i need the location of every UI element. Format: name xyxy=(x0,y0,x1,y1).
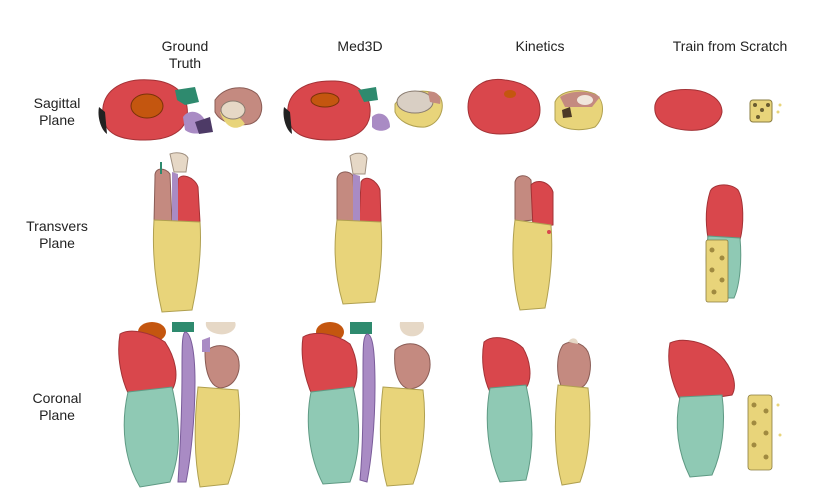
column-header-line1: Train from Scratch xyxy=(672,38,788,54)
render-sagittal-kinetics xyxy=(467,78,603,135)
column-header-line1: Med3D xyxy=(337,38,383,54)
row-label-line2: Plane xyxy=(39,235,75,251)
row-label-line2: Plane xyxy=(39,407,75,423)
row-label-coronal: Coronal Plane xyxy=(22,390,92,424)
column-header-line1: Ground xyxy=(161,38,209,54)
row-label-sagittal: Sagittal Plane xyxy=(22,95,92,129)
render-coronal-ground-truth xyxy=(118,322,240,488)
column-header-med3d: Med3D xyxy=(320,38,400,55)
render-transverse-med3d xyxy=(334,152,383,305)
render-coronal-med3d xyxy=(301,322,431,487)
row-label-transverse: Transvers Plane xyxy=(22,218,92,252)
render-transverse-ground-truth xyxy=(152,152,202,313)
column-header-ground-truth: Ground Truth xyxy=(145,38,225,72)
row-label-line1: Sagittal xyxy=(33,95,81,111)
row-label-line1: Coronal xyxy=(32,390,82,406)
column-header-train-from-scratch: Train from Scratch xyxy=(650,38,810,55)
column-header-line1: Kinetics xyxy=(515,38,565,54)
render-coronal-scratch xyxy=(668,339,782,478)
render-sagittal-med3d xyxy=(283,80,443,141)
row-label-line1: Transvers xyxy=(26,218,88,234)
render-coronal-kinetics xyxy=(482,337,591,486)
column-header-kinetics: Kinetics xyxy=(500,38,580,55)
render-sagittal-scratch xyxy=(654,89,782,131)
render-transverse-scratch xyxy=(705,184,744,303)
column-header-line2: Truth xyxy=(168,55,202,71)
row-label-line2: Plane xyxy=(39,112,75,128)
render-sagittal-ground-truth xyxy=(98,79,263,141)
render-transverse-kinetics xyxy=(512,175,554,311)
